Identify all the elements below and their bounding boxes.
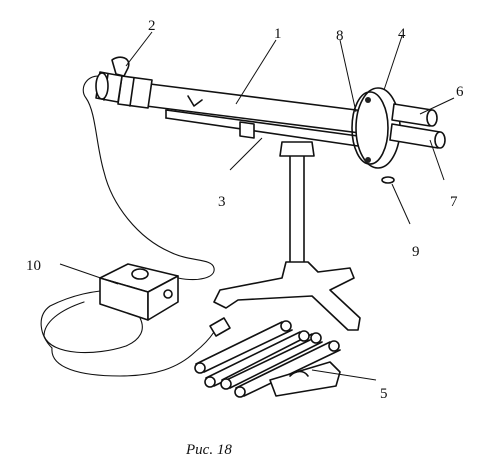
leader-4 — [383, 35, 403, 91]
label-4: 4 — [398, 26, 406, 42]
eyepiece-knob — [111, 56, 130, 77]
label-1: 1 — [274, 26, 282, 42]
label-9: 9 — [412, 244, 420, 260]
label-5: 5 — [380, 386, 388, 402]
power-cable — [82, 75, 215, 281]
label-10: 10 — [26, 258, 41, 274]
power-unit — [99, 263, 179, 321]
analyzer-disc — [351, 87, 401, 184]
table-surface — [43, 301, 143, 354]
leader-1 — [235, 39, 277, 105]
label-8: 8 — [336, 28, 344, 44]
label-3: 3 — [218, 194, 226, 210]
mains-cable — [40, 289, 215, 377]
figure-caption: Рис. 18 — [185, 442, 232, 458]
label-6: 6 — [456, 84, 464, 100]
leader-3 — [229, 137, 263, 171]
label-7: 7 — [450, 194, 458, 210]
leader-9 — [391, 183, 411, 225]
plug — [209, 317, 231, 337]
sample-tubes — [194, 320, 341, 398]
leader-2 — [125, 31, 153, 67]
tripod-stand — [213, 141, 361, 331]
leader-5 — [311, 369, 377, 381]
leader-6 — [419, 97, 455, 115]
optical-tube — [95, 71, 373, 135]
source-tubes — [389, 103, 446, 149]
rail — [165, 109, 359, 147]
leader-7 — [429, 139, 445, 181]
label-2: 2 — [148, 18, 156, 34]
leader-8 — [339, 39, 357, 113]
leader-10 — [59, 263, 119, 285]
